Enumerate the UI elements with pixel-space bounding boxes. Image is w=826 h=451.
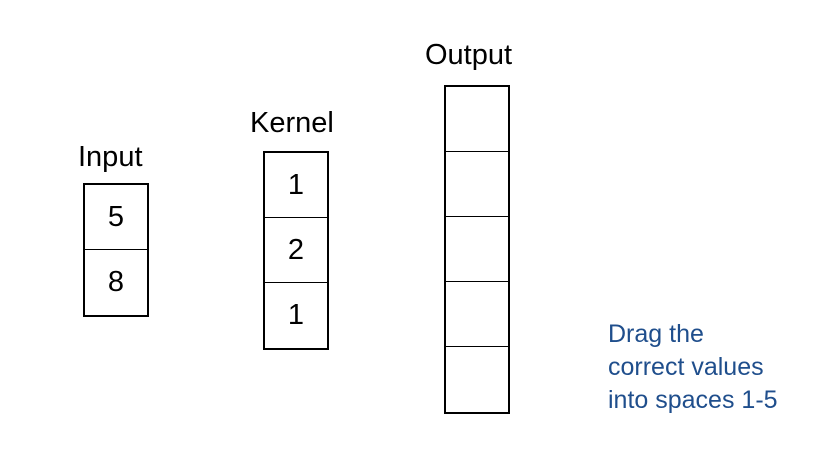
kernel-cell: 1 xyxy=(265,153,327,218)
output-title: Output xyxy=(425,39,513,71)
input-title: Input xyxy=(78,141,143,173)
output-slot-5[interactable] xyxy=(446,347,508,412)
input-cell: 5 xyxy=(85,185,147,250)
output-slot-1[interactable] xyxy=(446,87,508,152)
output-slot-2[interactable] xyxy=(446,152,508,217)
instructions-text: Drag the correct values into spaces 1-5 xyxy=(608,318,778,417)
kernel-cell: 2 xyxy=(265,218,327,283)
instructions-line: correct values xyxy=(608,353,764,381)
kernel-cell: 1 xyxy=(287,299,305,331)
output-slot-3[interactable] xyxy=(446,217,508,282)
input-cell: 8 xyxy=(107,266,125,298)
instructions-line: into spaces 1-5 xyxy=(608,386,778,414)
output-slot-4[interactable] xyxy=(446,282,508,347)
kernel-title: Kernel xyxy=(250,107,334,139)
output-column xyxy=(444,85,510,414)
instructions-line: Drag the xyxy=(608,320,704,348)
input-column: 5 8 xyxy=(83,183,149,317)
kernel-column: 1 2 1 xyxy=(263,151,329,350)
